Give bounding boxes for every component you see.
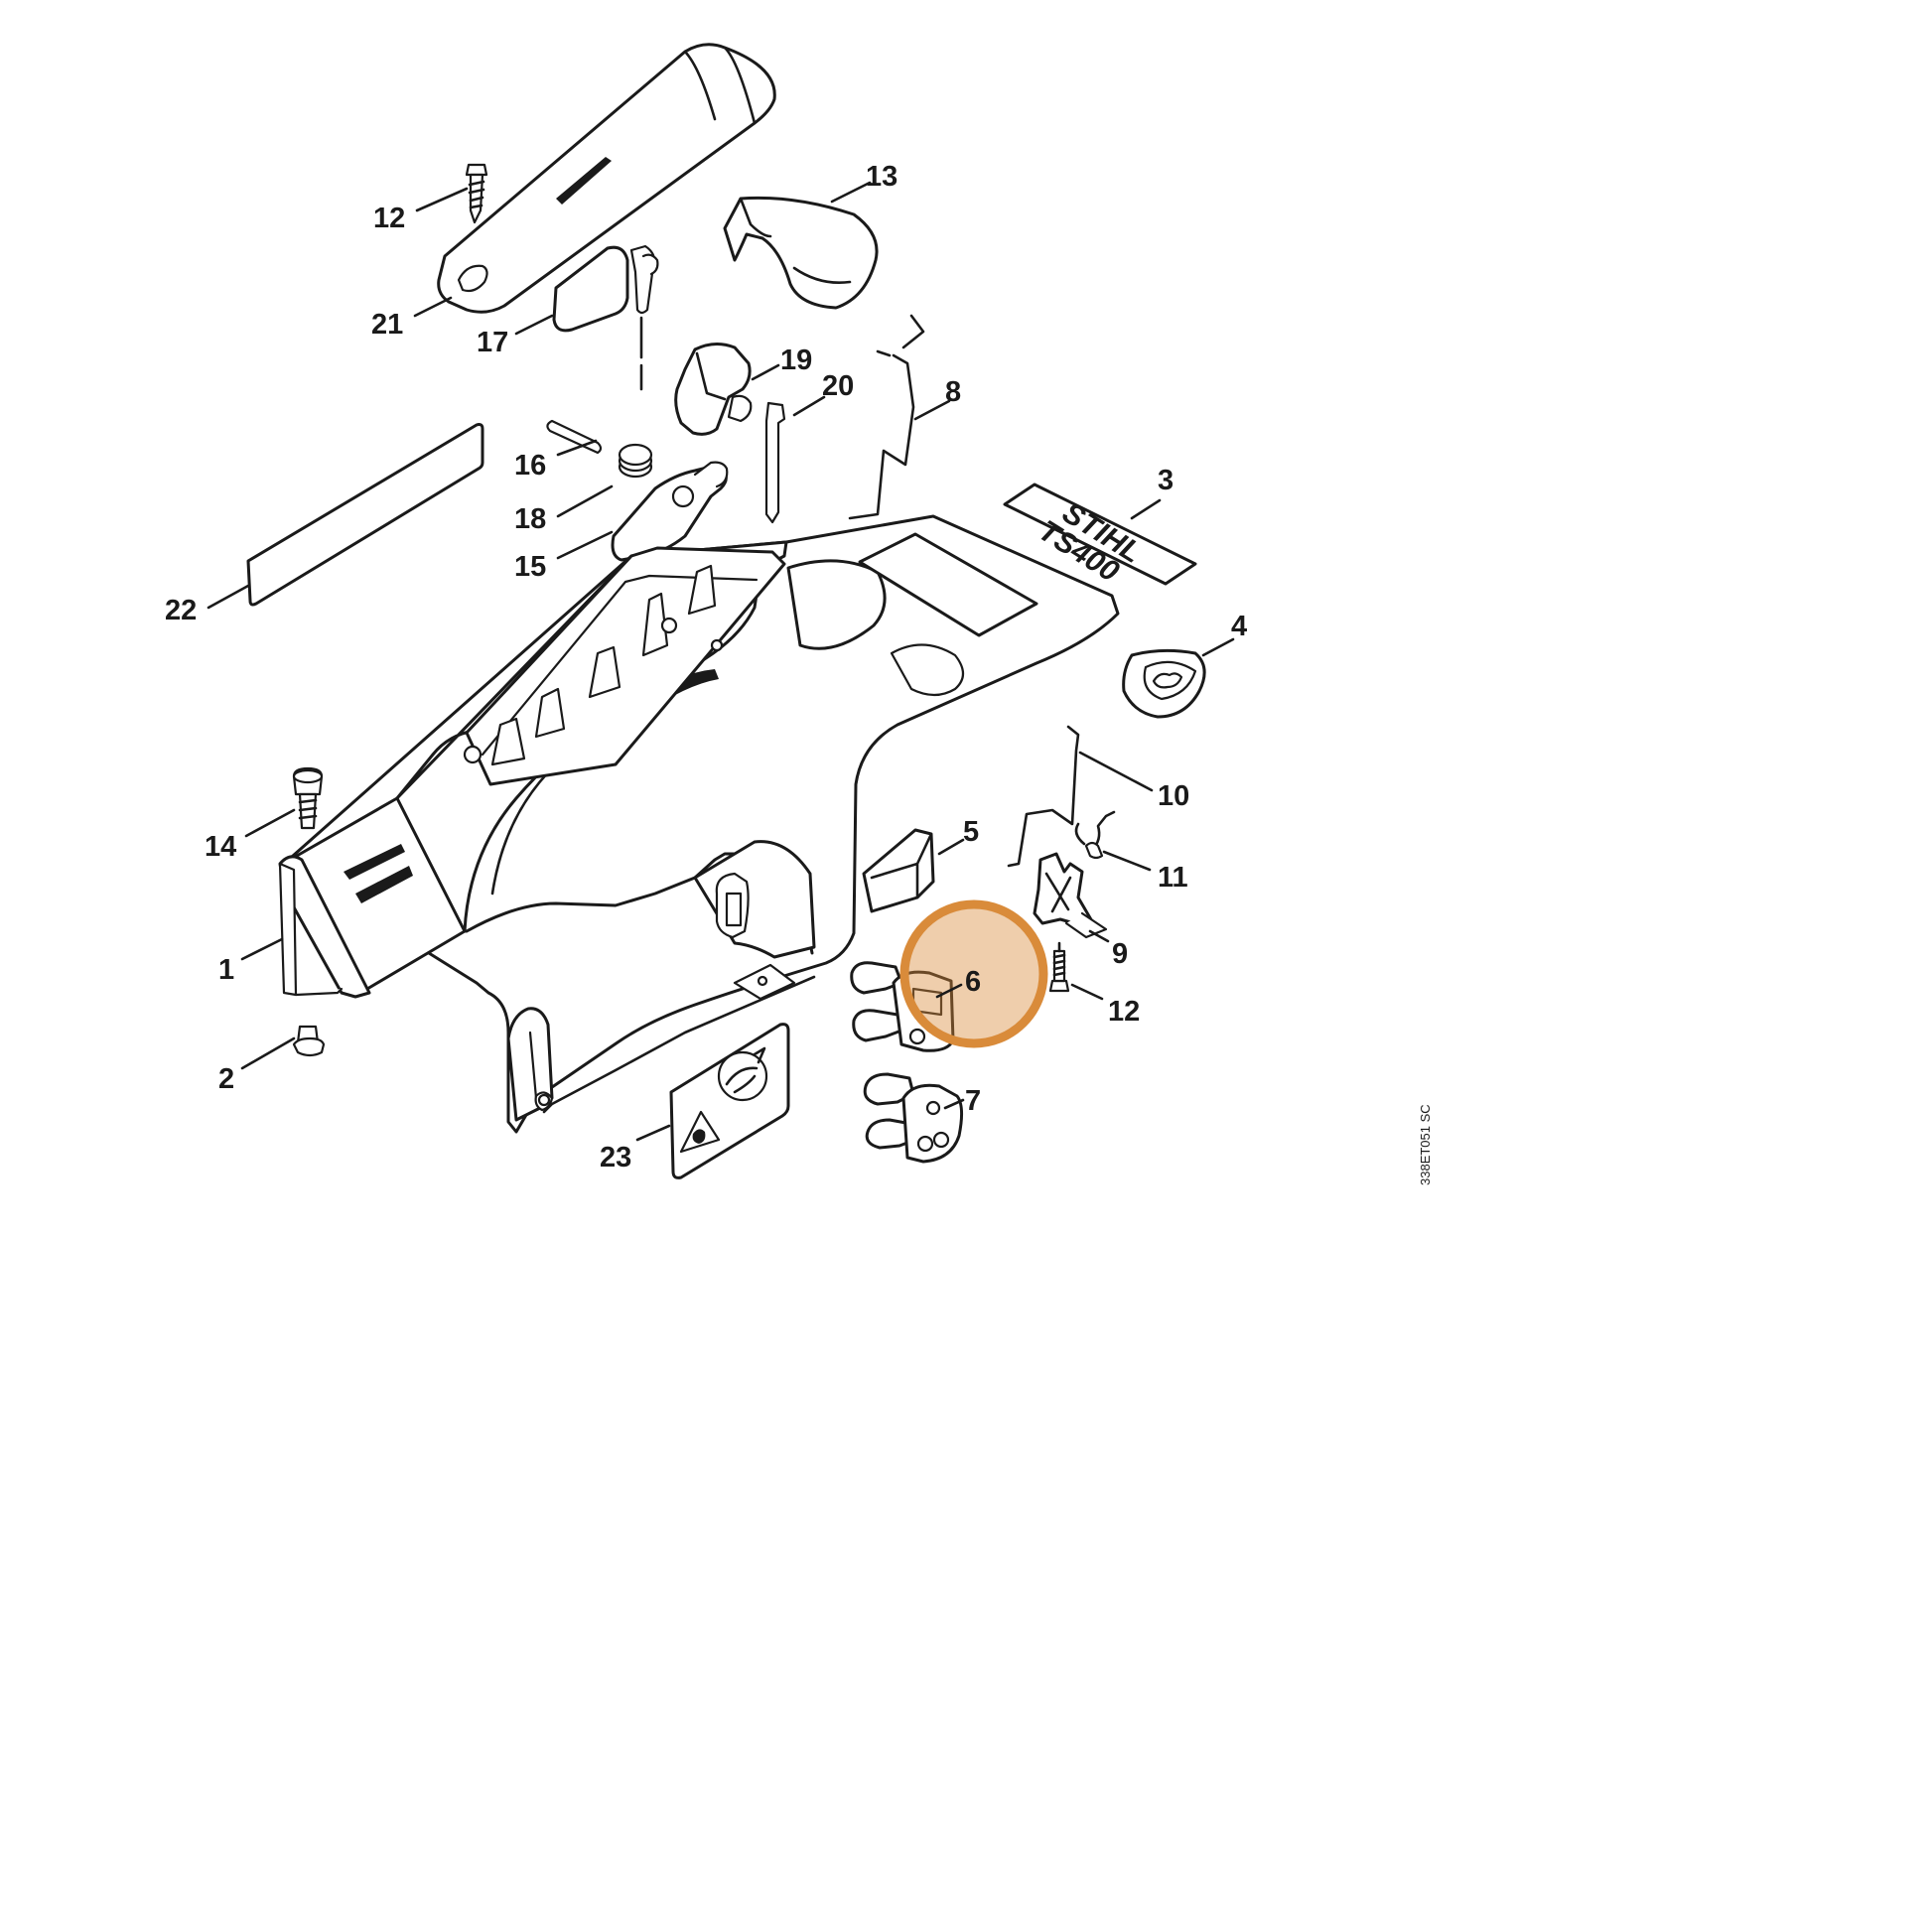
callout-14[interactable]: 14 bbox=[205, 831, 236, 863]
callout-18[interactable]: 18 bbox=[514, 503, 546, 535]
part-19-trigger-housing[interactable] bbox=[674, 343, 753, 436]
callout-21[interactable]: 21 bbox=[371, 309, 403, 341]
callout-17[interactable]: 17 bbox=[477, 327, 508, 358]
callout-7[interactable]: 7 bbox=[965, 1085, 981, 1117]
part-9-bracket[interactable] bbox=[1033, 852, 1108, 939]
callout-6[interactable]: 6 bbox=[965, 966, 981, 998]
part-8-cable[interactable] bbox=[848, 314, 925, 520]
callout-3[interactable]: 3 bbox=[1158, 465, 1173, 496]
callout-22[interactable]: 22 bbox=[165, 595, 197, 626]
part-18-spring[interactable] bbox=[618, 443, 653, 479]
part-14-bolt[interactable] bbox=[292, 766, 324, 830]
callout-11[interactable]: 11 bbox=[1158, 862, 1188, 894]
callout-12-bottom[interactable]: 12 bbox=[1108, 996, 1140, 1028]
callout-12-top[interactable]: 12 bbox=[373, 203, 405, 234]
callout-13[interactable]: 13 bbox=[866, 161, 897, 193]
callout-20[interactable]: 20 bbox=[822, 370, 854, 402]
leader-lines bbox=[207, 181, 1235, 1142]
callout-9[interactable]: 9 bbox=[1112, 938, 1128, 970]
part-10-wire[interactable] bbox=[1007, 725, 1080, 868]
callout-16[interactable]: 16 bbox=[514, 450, 546, 482]
callout-4[interactable]: 4 bbox=[1231, 611, 1247, 642]
part-2-bushing[interactable] bbox=[292, 1025, 326, 1057]
part-13-hood[interactable] bbox=[723, 196, 879, 310]
callout-15[interactable]: 15 bbox=[514, 551, 546, 583]
highlight-ring bbox=[899, 899, 1048, 1048]
part-12-screw-top[interactable] bbox=[465, 163, 488, 224]
reference-code: 338ET051 SC bbox=[1418, 1104, 1433, 1185]
part-4-grommet[interactable] bbox=[1122, 648, 1206, 719]
part-23-warning-label[interactable] bbox=[669, 1023, 790, 1179]
callout-8[interactable]: 8 bbox=[945, 376, 961, 408]
part-11-spring[interactable] bbox=[1074, 810, 1116, 860]
part-1-housing[interactable] bbox=[278, 514, 1120, 1134]
callout-1[interactable]: 1 bbox=[218, 954, 234, 986]
callout-5[interactable]: 5 bbox=[963, 816, 979, 848]
callout-labels: 12 21 17 13 19 20 8 16 18 15 3 22 4 10 1… bbox=[165, 161, 1247, 1173]
part-22-decal-strip[interactable] bbox=[246, 423, 484, 607]
part-15-lockout-lever[interactable] bbox=[611, 461, 729, 562]
callout-2[interactable]: 2 bbox=[218, 1063, 234, 1095]
part-20-throttle-rod[interactable] bbox=[764, 401, 786, 524]
callout-19[interactable]: 19 bbox=[780, 345, 812, 376]
part-7-connector[interactable] bbox=[863, 1072, 964, 1164]
callout-23[interactable]: 23 bbox=[600, 1142, 631, 1173]
part-12-screw-bottom[interactable] bbox=[1048, 941, 1070, 993]
part-5-foam-block[interactable] bbox=[862, 828, 935, 913]
part-17-lever[interactable] bbox=[552, 244, 659, 391]
callout-10[interactable]: 10 bbox=[1158, 780, 1189, 812]
